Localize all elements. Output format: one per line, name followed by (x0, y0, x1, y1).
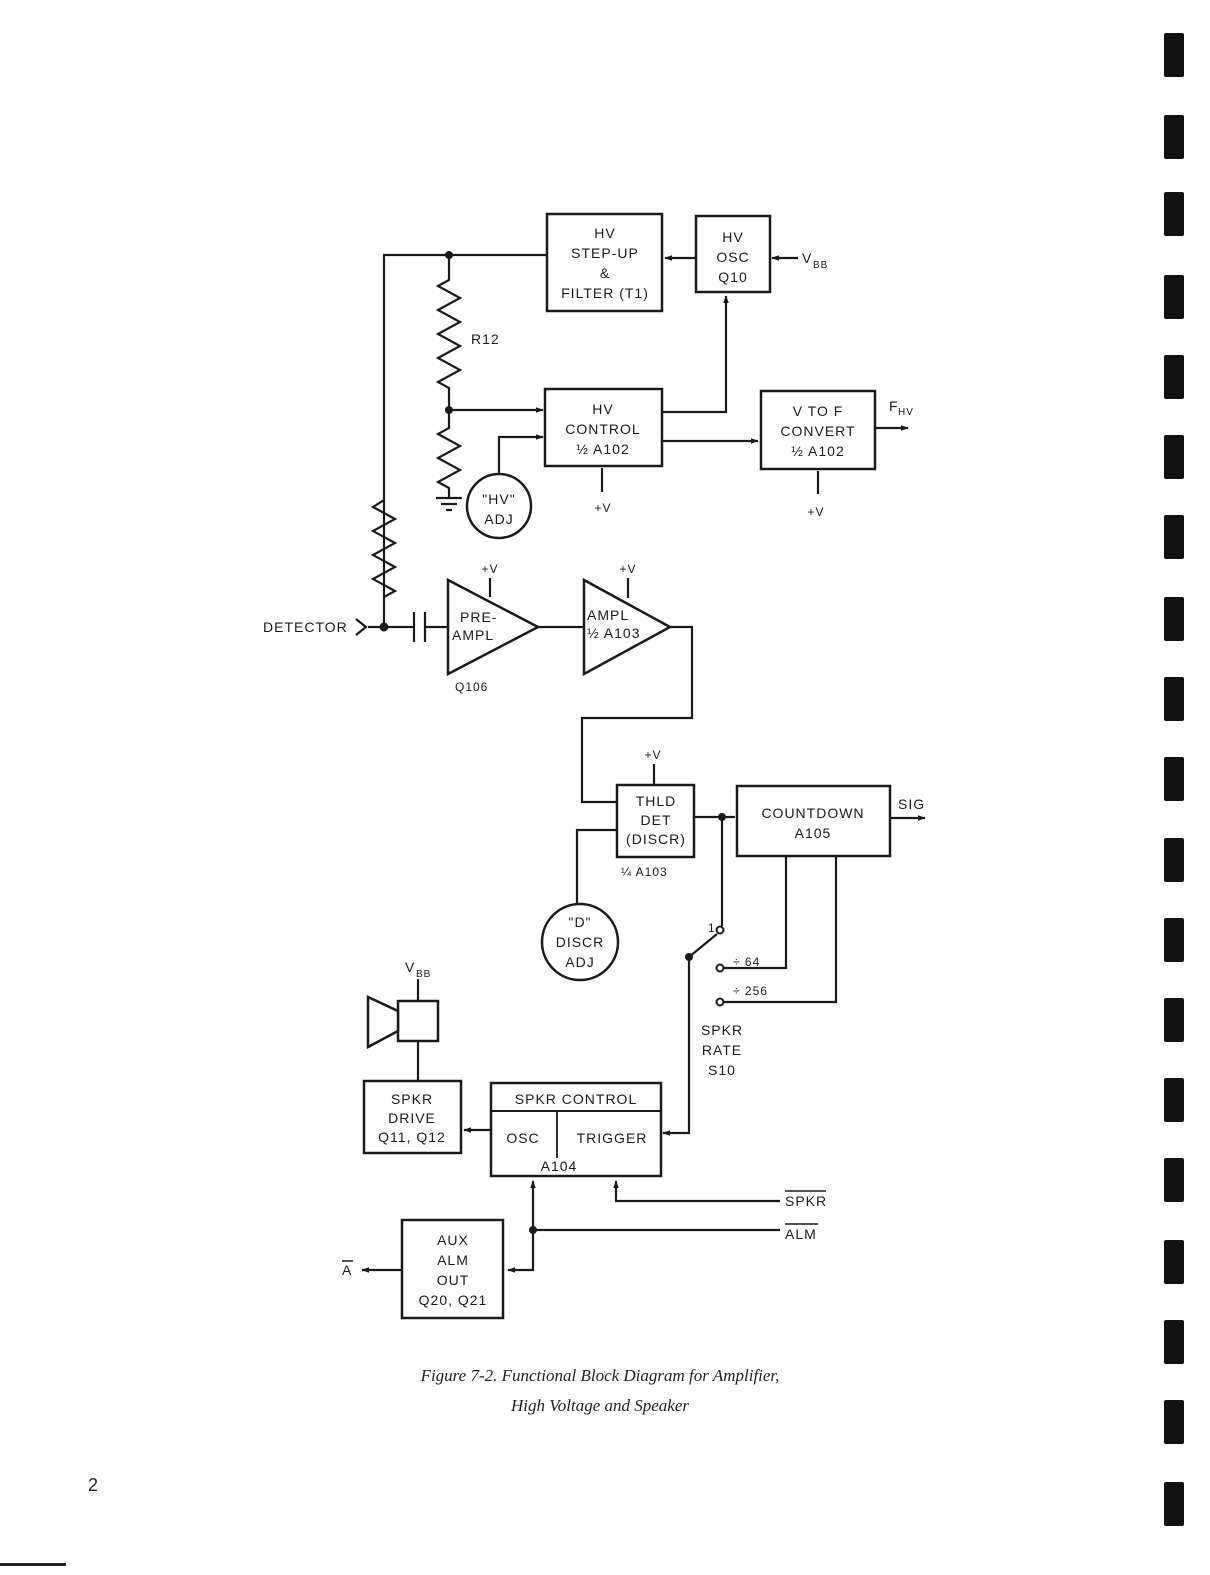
svg-text:A105: A105 (795, 825, 832, 841)
svg-text:(DISCR): (DISCR) (626, 831, 686, 847)
svg-text:STEP-UP: STEP-UP (571, 245, 639, 261)
v-to-f-block: V TO F CONVERT ½ A102 (759, 389, 877, 471)
svg-text:HV: HV (722, 229, 743, 245)
svg-text:Q20, Q21: Q20, Q21 (419, 1292, 488, 1308)
svg-text:A104: A104 (541, 1158, 578, 1174)
svg-text:Q11, Q12: Q11, Q12 (378, 1129, 446, 1145)
svg-text:&: & (600, 265, 610, 281)
plus-v-v-to-f: +V (807, 505, 824, 519)
spkr-bar-label: SPKR (785, 1190, 827, 1209)
fhv-label: F HV (889, 398, 914, 418)
svg-text:SPKR: SPKR (701, 1022, 743, 1038)
svg-text:CONTROL: CONTROL (565, 421, 640, 437)
svg-text:DISCR: DISCR (556, 934, 605, 950)
hv-osc-block: HV OSC Q10 (694, 214, 772, 294)
scan-edge-mark (0, 1563, 66, 1566)
hv-stepup-block: HV STEP-UP & FILTER (T1) (545, 212, 664, 313)
thld-ref: ¼ A103 (621, 865, 668, 879)
vbb-label-top: V BB (802, 250, 828, 271)
figure-caption-line1: Figure 7-2. Functional Block Diagram for… (420, 1366, 780, 1385)
svg-text:AMPL: AMPL (452, 627, 494, 643)
alm-bar-label: ALM (785, 1223, 818, 1242)
svg-text:S10: S10 (708, 1062, 736, 1078)
svg-text:F: F (889, 398, 899, 414)
svg-text:FILTER (T1): FILTER (T1) (561, 285, 649, 301)
wires (361, 253, 926, 1273)
svg-text:AMPL: AMPL (587, 607, 629, 623)
sig-label: SIG (898, 796, 925, 812)
svg-text:AUX: AUX (437, 1232, 469, 1248)
a-bar-label: A (342, 1260, 353, 1278)
hv-adj-pot: "HV" ADJ (465, 472, 533, 540)
spkr-drive-block: SPKR DRIVE Q11, Q12 (362, 1079, 463, 1155)
svg-text:HV: HV (594, 225, 615, 241)
svg-text:CONVERT: CONVERT (780, 423, 855, 439)
div64-label: ÷ 64 (733, 955, 760, 969)
spkr-rate-label: SPKR RATE S10 (701, 1022, 743, 1078)
vbb-label-speaker: V BB (405, 959, 431, 980)
svg-text:ALM: ALM (437, 1252, 469, 1268)
figure-caption-line2: High Voltage and Speaker (511, 1396, 689, 1415)
svg-text:"D": "D" (568, 914, 591, 930)
svg-text:TRIGGER: TRIGGER (577, 1130, 648, 1146)
svg-text:BB: BB (416, 969, 431, 980)
svg-text:OUT: OUT (437, 1272, 470, 1288)
detector-label: DETECTOR (263, 619, 348, 635)
r12-label: R12 (471, 331, 500, 347)
speaker-icon (366, 995, 440, 1050)
plus-v-preampl: +V (481, 562, 498, 576)
div256-label: ÷ 256 (733, 984, 768, 998)
svg-text:½ A102: ½ A102 (791, 443, 845, 459)
ampl-block: AMPL ½ A103 (582, 577, 673, 677)
preampl-block: PRE- AMPL (446, 577, 541, 677)
svg-text:½ A102: ½ A102 (576, 441, 630, 457)
svg-text:ADJ: ADJ (565, 954, 594, 970)
svg-text:SPKR: SPKR (391, 1091, 433, 1107)
svg-text:PRE-: PRE- (460, 609, 497, 625)
switch-contacts (715, 925, 725, 1007)
svg-text:"HV": "HV" (482, 491, 515, 507)
svg-text:Q10: Q10 (718, 269, 747, 285)
plus-v-ampl: +V (619, 562, 636, 576)
plus-v-hv-control: +V (594, 501, 611, 515)
svg-text:V TO F: V TO F (793, 403, 844, 419)
svg-text:ADJ: ADJ (484, 511, 513, 527)
thld-det-block: THLD DET (DISCR) (615, 783, 696, 859)
detector-input: DETECTOR (263, 618, 368, 636)
svg-text:BB: BB (813, 260, 828, 271)
preampl-ref: Q106 (455, 680, 488, 694)
svg-text:HV: HV (592, 401, 613, 417)
plus-v-thld: +V (644, 748, 661, 762)
spkr-control-block: SPKR CONTROL OSC TRIGGER A104 (489, 1081, 663, 1178)
svg-text:COUNTDOWN: COUNTDOWN (761, 805, 864, 821)
junction-dots (379, 251, 726, 1234)
switch-pos1-label: 1 (708, 921, 716, 935)
svg-text:RATE: RATE (702, 1042, 742, 1058)
svg-text:OSC: OSC (716, 249, 749, 265)
svg-text:SPKR: SPKR (785, 1193, 827, 1209)
svg-text:V: V (802, 250, 812, 266)
hv-control-block: HV CONTROL ½ A102 (543, 387, 664, 468)
svg-text:DRIVE: DRIVE (388, 1110, 436, 1126)
d-discr-adj-pot: "D" DISCR ADJ (540, 902, 620, 982)
svg-text:½ A103: ½ A103 (587, 625, 641, 641)
svg-text:ALM: ALM (785, 1226, 817, 1242)
svg-text:HV: HV (898, 407, 914, 418)
countdown-block: COUNTDOWN A105 (735, 784, 892, 858)
aux-alm-out-block: AUX ALM OUT Q20, Q21 (400, 1218, 505, 1320)
svg-text:A: A (342, 1262, 352, 1278)
page-number: 2 (88, 1475, 99, 1495)
svg-text:DET: DET (641, 812, 672, 828)
svg-text:OSC: OSC (506, 1130, 539, 1146)
svg-text:THLD: THLD (636, 793, 677, 809)
svg-text:SPKR CONTROL: SPKR CONTROL (515, 1091, 637, 1107)
svg-text:V: V (405, 959, 415, 975)
